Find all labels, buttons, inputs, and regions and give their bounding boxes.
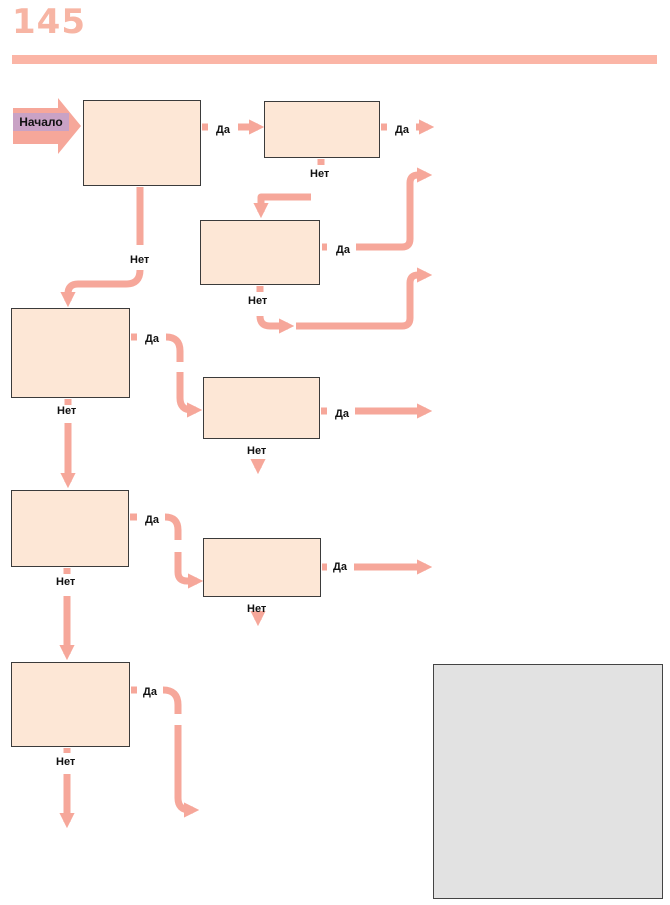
decision-box-4 [11,308,130,398]
decision-box-6 [11,490,129,567]
start-label: Начало [13,113,69,131]
arrow-box4-yes [165,333,184,362]
arrow-box3-no-up [296,267,433,330]
yes-label-box8: Да [143,686,157,698]
decision-box-3 [200,220,320,285]
yes-label-box2: Да [395,124,409,136]
page-number: 145 [12,2,86,42]
note-box [433,664,663,899]
no-label-box7: Нет [247,603,267,615]
yes-label-box7: Да [333,561,347,573]
arrow-box8-yes [162,686,182,714]
yes-label-box5: Да [335,408,349,420]
no-label-box4: Нет [57,405,77,417]
decision-box-7 [203,538,321,597]
arrow-box2-no-to-box3 [253,193,311,219]
arrow-box1-no-to-box4 [60,269,144,308]
no-label-box6: Нет [56,576,76,588]
yes-label-box3: Да [336,244,350,256]
no-label-box2: Нет [310,168,330,180]
arrow-box6-yes [164,513,182,540]
arrow-box3-no-long [256,315,295,334]
no-label-box1: Нет [130,254,150,266]
header-rule [12,55,657,64]
yes-label-box6: Да [145,514,159,526]
arrow-box3-yes-up [356,167,433,251]
no-label-box8: Нет [56,756,76,768]
arrow-box6-yes-to-box7 [174,552,204,589]
yes-label-box1: Да [216,124,230,136]
decision-box-1 [83,100,201,186]
arrow-box4-yes-to-box5 [176,372,203,418]
yes-label-box4: Да [145,333,159,345]
no-label-box5: Нет [247,445,267,457]
decision-box-5 [203,377,320,439]
no-label-box3: Нет [248,295,268,307]
arrow-box8-yes-down [174,725,200,818]
decision-box-8 [11,662,130,747]
decision-box-2 [264,101,380,158]
